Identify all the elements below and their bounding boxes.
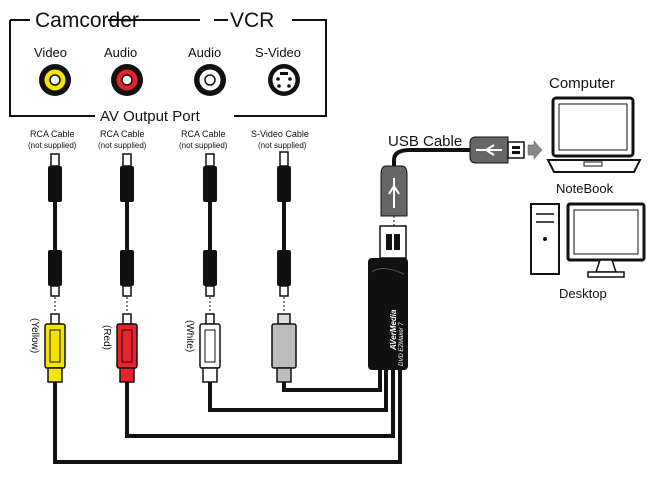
desktop-computer-icon	[530, 202, 646, 278]
av-output-port-label: AV Output Port	[100, 108, 201, 125]
usb-connector-vertical	[380, 165, 408, 226]
port-label-svideo: S-Video	[255, 45, 301, 60]
rca-cable-white	[199, 153, 221, 383]
rca-cable-red	[116, 153, 138, 383]
av-output-box: Camcorder VCR AV Output Port	[9, 9, 327, 125]
rca-cable-yellow	[44, 153, 66, 383]
camcorder-title: Camcorder	[35, 9, 139, 32]
cable-label-4: S-Video Cable	[251, 129, 309, 139]
vcr-title: VCR	[230, 9, 274, 32]
cable-note-4: (not supplied)	[258, 141, 307, 150]
svideo-jack-icon	[268, 64, 300, 96]
device-model: DVD EZMaker 7	[399, 322, 405, 366]
plug-label-red: (Red)	[101, 325, 112, 350]
svideo-cable	[271, 151, 297, 383]
device-brand: AVerMedia	[389, 309, 398, 351]
notebook-label: NoteBook	[556, 181, 614, 196]
usb-connector-horizontal	[469, 136, 543, 164]
video-jack-icon	[39, 64, 71, 96]
plug-label-white: (White)	[184, 320, 195, 352]
device-wires	[53, 370, 402, 464]
cable-note-3: (not supplied)	[179, 141, 228, 150]
laptop-icon	[546, 96, 642, 173]
usb-wire	[392, 148, 470, 166]
cable-label-1: RCA Cable	[30, 129, 75, 139]
cable-note-2: (not supplied)	[98, 141, 147, 150]
arrow-right-icon	[527, 140, 543, 160]
port-label-audio-right: Audio	[188, 45, 221, 60]
audio-red-jack-icon	[111, 64, 143, 96]
cable-note-1: (not supplied)	[28, 141, 77, 150]
cable-label-3: RCA Cable	[181, 129, 226, 139]
desktop-label: Desktop	[559, 286, 607, 301]
audio-white-jack-icon	[194, 64, 226, 96]
dvd-ezmaker-device: AVerMedia DVD EZMaker 7	[368, 225, 408, 370]
port-label-video: Video	[34, 45, 67, 60]
cable-label-2: RCA Cable	[100, 129, 145, 139]
plug-label-yellow: (Yellow)	[29, 318, 40, 353]
usb-cable-label: USB Cable	[388, 133, 462, 150]
computer-title: Computer	[549, 75, 615, 92]
port-label-audio-left: Audio	[104, 45, 137, 60]
